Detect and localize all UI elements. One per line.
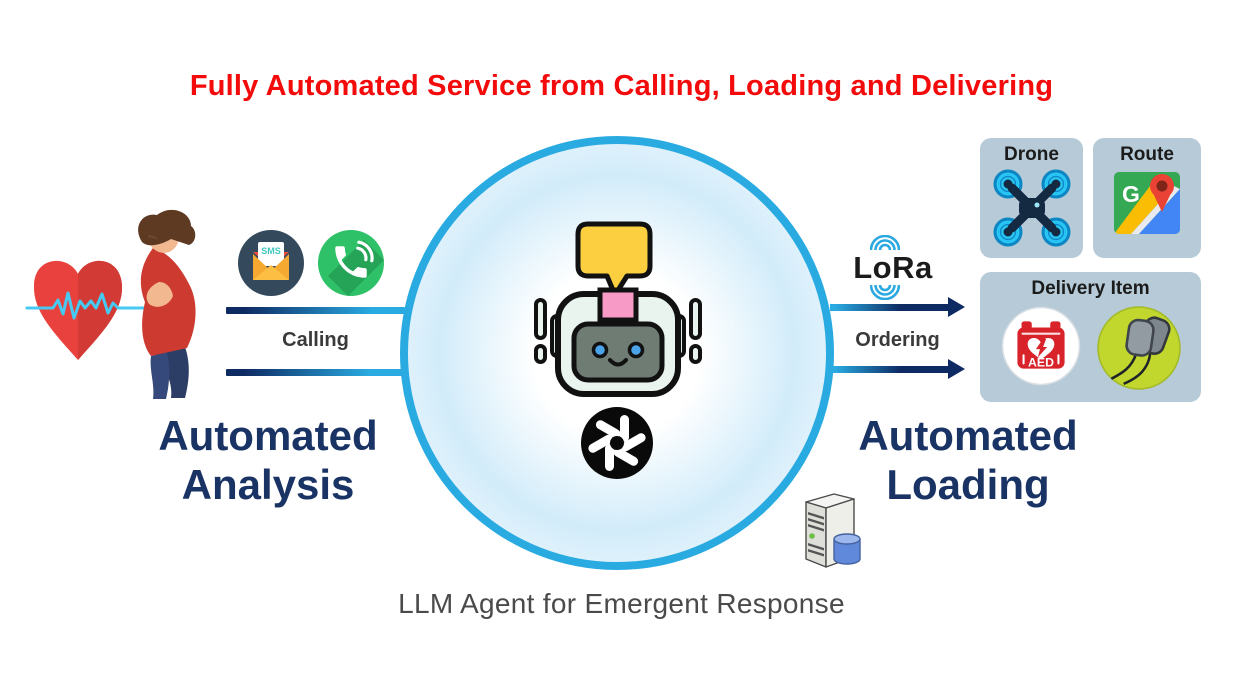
drone-panel-label: Drone <box>1004 144 1059 165</box>
delivery-panel: Delivery Item AED <box>980 272 1201 402</box>
map-pin-icon <box>1150 174 1174 212</box>
sms-text: SMS <box>261 246 281 256</box>
lora-signal-icon <box>870 235 900 250</box>
phone-icon <box>318 230 384 296</box>
drone-icon <box>993 169 1070 247</box>
patient-icon <box>25 209 196 399</box>
openai-logo-icon <box>581 407 653 479</box>
defib-pads-icon <box>1096 306 1181 390</box>
lora-logo: LoRa <box>846 235 940 300</box>
robot-icon <box>534 221 702 397</box>
aed-icon: AED <box>1001 306 1080 386</box>
route-panel-label: Route <box>1120 144 1174 165</box>
calling-label: Calling <box>282 329 349 351</box>
arrowhead-icon <box>948 359 965 379</box>
automated-loading-heading: Automated Loading <box>858 412 1078 508</box>
calling-arrow-top <box>226 307 405 314</box>
server-database-icon <box>805 493 861 568</box>
maps-g-letter: G <box>1122 181 1140 207</box>
ordering-arrow-top <box>830 297 965 317</box>
ordering-arrow-bottom <box>830 359 965 379</box>
calling-arrow-bottom <box>226 369 402 376</box>
route-panel: Route G <box>1093 138 1201 258</box>
automated-analysis-heading: Automated Analysis <box>158 412 378 508</box>
heart-ecg-icon <box>25 260 169 360</box>
lora-label: LoRa <box>853 250 933 285</box>
delivery-panel-label: Delivery Item <box>1031 278 1150 299</box>
google-maps-icon: G <box>1114 172 1180 234</box>
sms-icon: SMS <box>238 230 304 296</box>
figure-title: Fully Automated Service from Calling, Lo… <box>189 70 1054 102</box>
lora-signal-icon <box>870 285 900 300</box>
arrowhead-icon <box>948 297 965 317</box>
figure-caption: LLM Agent for Emergent Response <box>398 588 845 619</box>
speech-bubble-icon <box>575 221 653 298</box>
ordering-label: Ordering <box>855 329 940 351</box>
aed-text: AED <box>1028 356 1054 370</box>
drone-panel: Drone <box>980 138 1083 258</box>
